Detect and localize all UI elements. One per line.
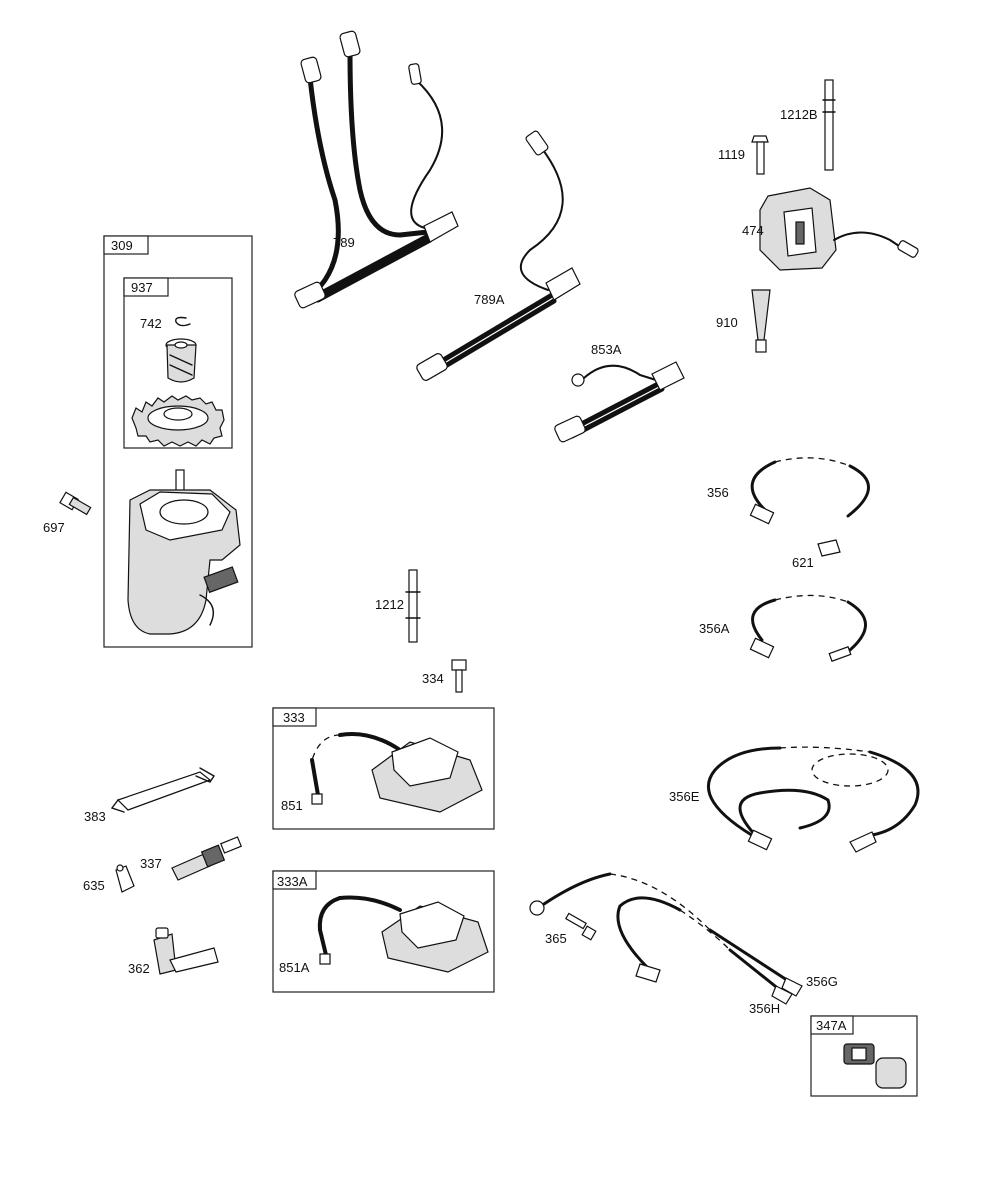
label-356A: 356A (699, 621, 730, 636)
group-937-tab (123, 277, 169, 297)
harness-853A-plug (554, 415, 586, 443)
label-789A: 789A (474, 292, 505, 307)
switch-cover (875, 1057, 907, 1089)
harness-789-connector (423, 211, 459, 243)
harness-789-boot-left (300, 56, 322, 84)
harness-853A-ring-terminal (571, 373, 585, 387)
spark-plug-337 (171, 836, 242, 881)
group-937-box (123, 277, 233, 449)
group-309-tab (103, 235, 149, 255)
label-910: 910 (716, 315, 738, 330)
group-333: 333 851 (272, 707, 495, 830)
harness-789-plug (294, 281, 326, 309)
wire-356 (749, 457, 870, 525)
label-365: 365 (545, 931, 567, 946)
retaining-ring-742 (175, 316, 191, 327)
label-474: 474 (742, 223, 764, 238)
label-334: 334 (422, 671, 444, 686)
group-333A-tab (272, 870, 317, 890)
group-347A: 347A (810, 1015, 918, 1097)
label-347A: 347A (816, 1018, 847, 1033)
clip-635 (115, 864, 135, 893)
label-851: 851 (281, 798, 303, 813)
group-333A: 333A 851A (272, 870, 495, 993)
label-1212: 1212 (375, 597, 404, 612)
harness-789A-connector (545, 267, 581, 301)
wire-356A (749, 594, 867, 662)
label-356G: 356G (806, 974, 838, 989)
tool-383 (110, 767, 215, 813)
spacer-910 (751, 289, 771, 353)
wire-harness-789A (416, 130, 581, 381)
starter-motor-housing (127, 469, 241, 635)
label-853A: 853A (591, 342, 622, 357)
group-333-box (272, 707, 495, 830)
screw-1119 (751, 135, 769, 175)
harness-789-terminal (408, 63, 422, 85)
stud-1212B (822, 79, 836, 171)
label-697: 697 (43, 520, 65, 535)
label-1119: 1119 (718, 147, 745, 162)
wire-356H (616, 896, 793, 1005)
wire-harness-789 (294, 30, 459, 309)
stud-1212 (405, 569, 421, 643)
label-635: 635 (83, 878, 105, 893)
wire-harness-853A (554, 361, 685, 443)
harness-789A-plug (416, 353, 448, 381)
group-347A-tab (810, 1015, 854, 1035)
group-309-box (103, 235, 253, 648)
label-937: 937 (131, 280, 153, 295)
label-333: 333 (283, 710, 305, 725)
label-356: 356 (707, 485, 729, 500)
switch-rocker (851, 1047, 867, 1061)
wire-356G (529, 872, 803, 997)
harness-853A-connector (651, 361, 685, 391)
clip-621 (817, 539, 841, 557)
label-333A: 333A (277, 874, 308, 889)
group-333-tab (272, 707, 317, 727)
label-309: 309 (111, 238, 133, 253)
bolt-697 (59, 491, 92, 516)
starter-motor-group: 309 937 742 (43, 235, 253, 648)
wire-356E (706, 746, 920, 853)
label-789: 789 (333, 235, 355, 250)
label-362: 362 (128, 961, 150, 976)
screw-365 (565, 912, 597, 941)
starter-gear (131, 395, 225, 447)
label-1212B: 1212B (780, 107, 818, 122)
label-356H: 356H (749, 1001, 780, 1016)
harness-789A-terminal (525, 130, 549, 156)
group-347A-box (810, 1015, 918, 1097)
label-356E: 356E (669, 789, 700, 804)
bolt-334 (451, 659, 467, 693)
label-851A: 851A (279, 960, 310, 975)
starter-pinion-drive (165, 338, 197, 383)
label-383: 383 (84, 809, 106, 824)
harness-789-boot-right (339, 30, 361, 58)
spark-plug-boot-362 (153, 927, 219, 975)
label-337: 337 (140, 856, 162, 871)
label-621: 621 (792, 555, 814, 570)
label-742: 742 (140, 316, 162, 331)
ignition-armature-474 (759, 187, 919, 271)
group-333A-box (272, 870, 495, 993)
